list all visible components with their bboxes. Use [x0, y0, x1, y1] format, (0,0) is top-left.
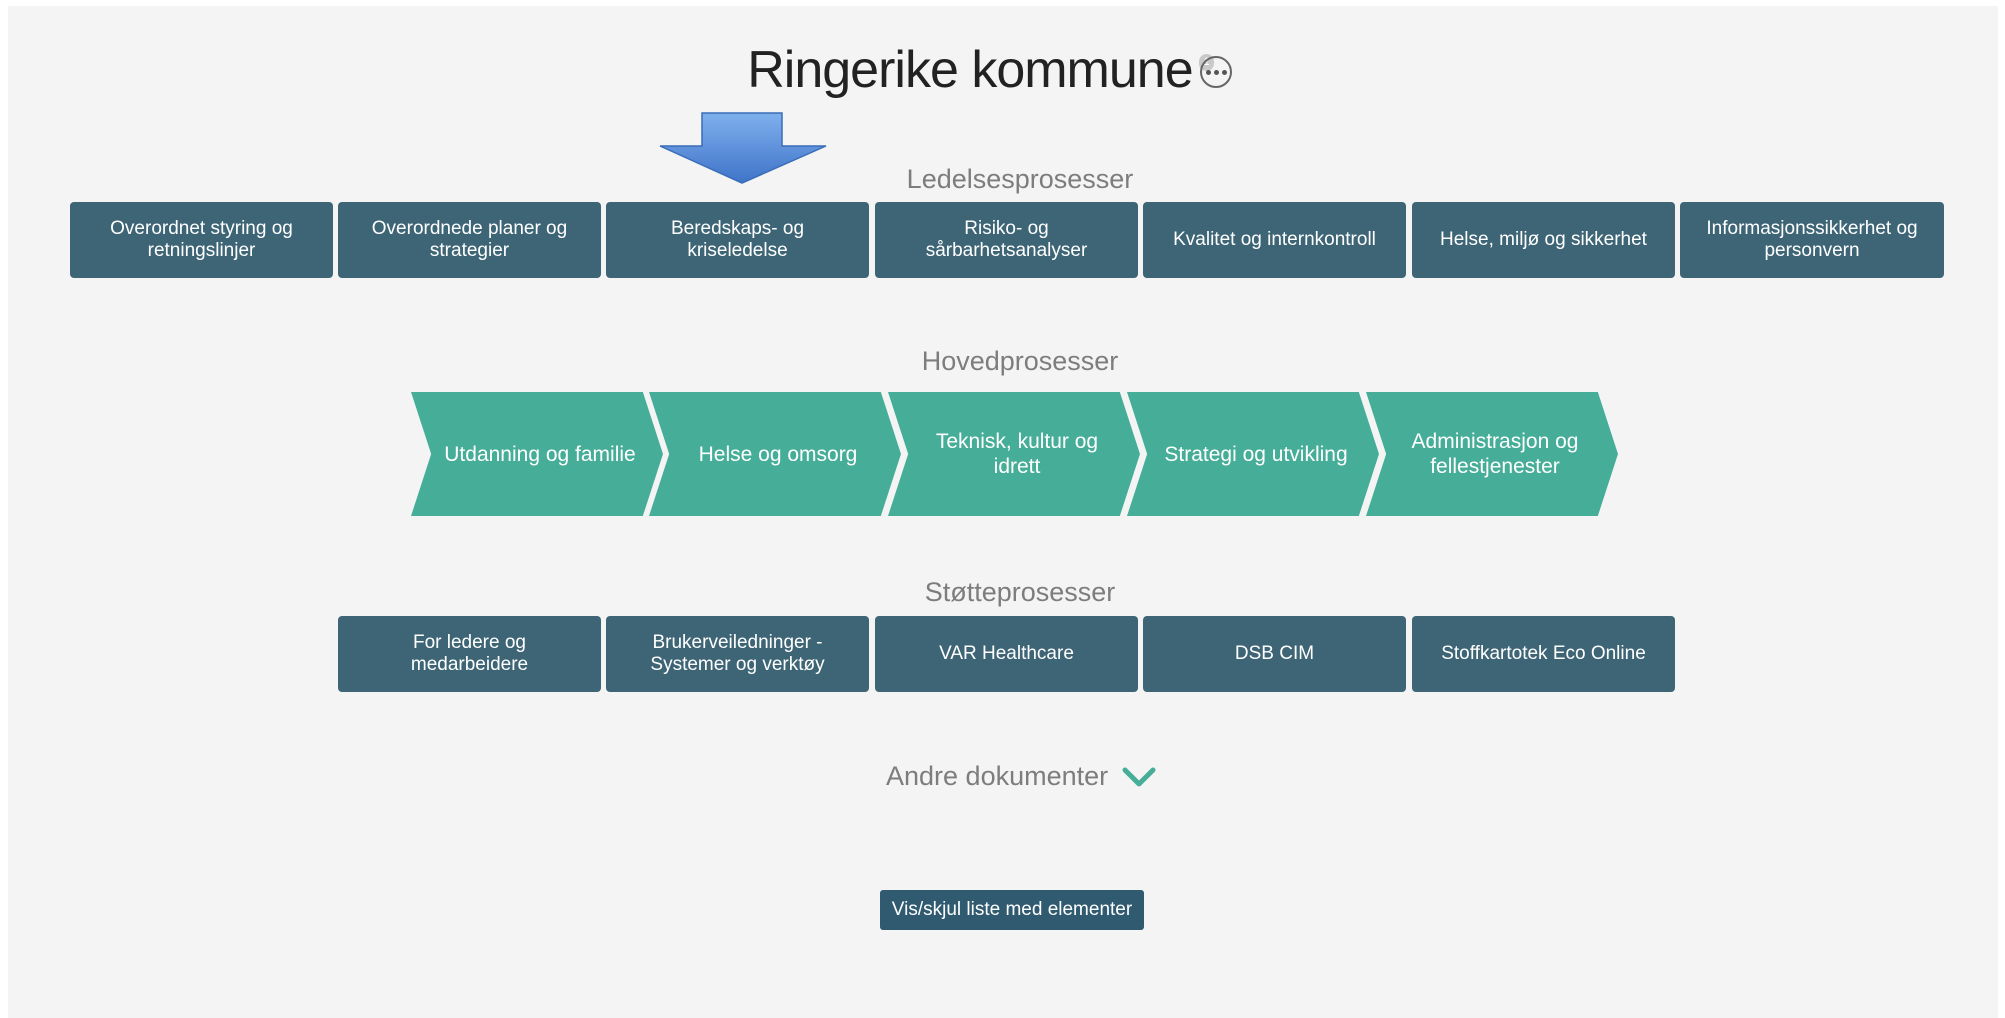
chevron-utdanning[interactable]: Utdanning og familie: [411, 392, 663, 516]
ellipsis-dot: [1221, 69, 1227, 75]
chevron-helse-omsorg[interactable]: Helse og omsorg: [649, 392, 901, 516]
chevron-teknisk[interactable]: Teknisk, kultur og idrett: [888, 392, 1140, 516]
tile-overordnet-styring[interactable]: Overordnet styring og retningslinjer: [70, 202, 333, 278]
tile-risiko[interactable]: Risiko- og sårbarhetsanalyser: [875, 202, 1138, 278]
ellipsis-circle-icon: [1205, 69, 1211, 75]
tile-ledere-medarbeidere[interactable]: For ledere og medarbeidere: [338, 616, 601, 692]
tile-stoffkartotek[interactable]: Stoffkartotek Eco Online: [1412, 616, 1675, 692]
andre-dokumenter-label: Andre dokumenter: [886, 761, 1109, 791]
pointer-arrow-icon: [659, 112, 827, 184]
section-label-ledelsesprosesser: Ledelsesprosesser: [906, 164, 1134, 194]
chevron-strategi[interactable]: Strategi og utvikling: [1127, 392, 1379, 516]
page-title-text: Ringerike kommune: [747, 41, 1193, 99]
header: Ringerike kommune 1: [8, 40, 1998, 100]
tile-overordnede-planer[interactable]: Overordnede planer og strategier: [338, 202, 601, 278]
more-options-button[interactable]: [1200, 56, 1232, 88]
chevron-administrasjon[interactable]: Administrasjon og fellestjenester: [1366, 392, 1618, 516]
tile-informasjonssikkerhet[interactable]: Informasjonssikkerhet og personvern: [1680, 202, 1944, 278]
page-title: Ringerike kommune 1: [747, 40, 1214, 100]
tile-dsb-cim[interactable]: DSB CIM: [1143, 616, 1406, 692]
toggle-list-button[interactable]: Vis/skjul liste med elementer: [880, 890, 1144, 930]
tile-hms[interactable]: Helse, miljø og sikkerhet: [1412, 202, 1675, 278]
process-map-canvas: Ringerike kommune 1 Ledelsesprosesser Ov…: [8, 6, 1998, 1018]
section-label-stotteprosesser: Støtteprosesser: [924, 577, 1116, 607]
tile-kvalitet[interactable]: Kvalitet og internkontroll: [1143, 202, 1406, 278]
ellipsis-dot: [1213, 69, 1219, 75]
chevron-down-icon: [1122, 767, 1156, 786]
section-label-hovedprosesser: Hovedprosesser: [921, 346, 1119, 376]
tile-var-healthcare[interactable]: VAR Healthcare: [875, 616, 1138, 692]
tile-beredskap[interactable]: Beredskaps- og kriseledelse: [606, 202, 869, 278]
tile-brukerveiledninger[interactable]: Brukerveiledninger - Systemer og verktøy: [606, 616, 869, 692]
andre-dokumenter-toggle[interactable]: Andre dokumenter: [886, 761, 1156, 792]
